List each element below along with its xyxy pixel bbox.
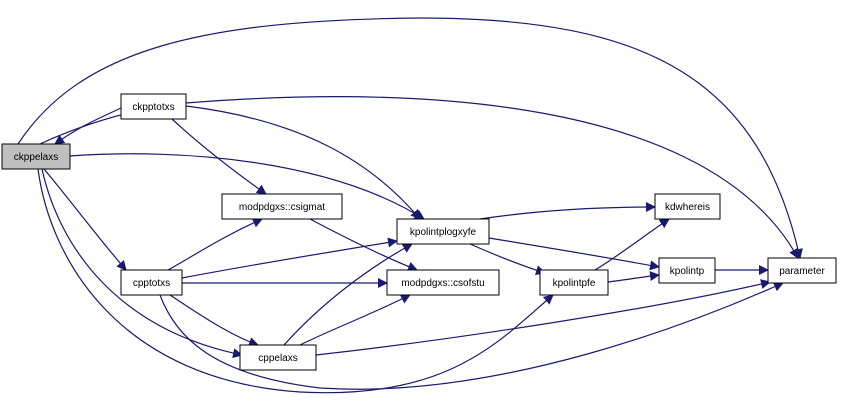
node-label: ckppelaxs xyxy=(14,152,58,163)
edge-line xyxy=(171,118,267,195)
edge-cpptotxs-to-kpolintplogxyfe xyxy=(181,237,398,279)
edge-line xyxy=(607,271,660,283)
edge-csigmat-to-csofstu xyxy=(309,218,418,272)
node-parameter[interactable]: parameter xyxy=(767,257,837,284)
node-box xyxy=(239,344,317,371)
edge-ckppelaxs-to-parameter xyxy=(17,17,803,259)
edge-cppelaxs-to-parameter xyxy=(315,279,771,356)
node-box xyxy=(767,257,837,284)
node-cppelaxs[interactable]: cppelaxs xyxy=(239,344,317,371)
node-box xyxy=(539,269,609,296)
edge-line xyxy=(594,218,670,271)
edge-line xyxy=(283,243,413,346)
node-csigmat[interactable]: modpdgxs::csigmat xyxy=(221,193,343,220)
node-label: kpolintpfe xyxy=(553,278,596,289)
node-label: kpolintplogxyfe xyxy=(410,227,477,238)
edge-kpolintplogxyfe-to-kpolintpfe xyxy=(469,243,546,276)
edge-line xyxy=(17,17,803,259)
edge-cppelaxs-to-csofstu xyxy=(299,294,411,346)
edge-kpolintplogxyfe-to-kdwhereis xyxy=(479,202,656,220)
node-kpolintpfe[interactable]: kpolintpfe xyxy=(539,269,609,296)
node-cpptotxs[interactable]: cpptotxs xyxy=(120,269,183,296)
node-csofstu[interactable]: modpdgxs::csofstu xyxy=(386,269,500,296)
node-label: cppelaxs xyxy=(258,353,297,364)
edge-line xyxy=(159,282,784,390)
edge-line xyxy=(39,109,133,145)
node-kpolintp[interactable]: kpolintp xyxy=(658,257,716,284)
edge-line xyxy=(185,96,799,259)
node-box xyxy=(396,218,490,245)
edge-line xyxy=(185,105,421,220)
edge-line xyxy=(488,237,660,271)
edge-line xyxy=(167,218,263,271)
node-label: kdwhereis xyxy=(665,202,710,213)
node-label: cpptotxs xyxy=(133,278,170,289)
node-box xyxy=(1,143,71,170)
edge-line xyxy=(315,279,771,356)
node-box xyxy=(221,193,343,220)
node-label: modpdgxs::csofstu xyxy=(401,278,484,289)
edge-ckpptotxs-to-kpolintplogxyfe xyxy=(185,105,421,220)
edge-line xyxy=(54,107,122,145)
node-ckpptotxs[interactable]: ckpptotxs xyxy=(120,93,187,120)
edge-ckppelaxs-to-kpolintplogxyfe xyxy=(69,153,425,220)
edge-kpolintpfe-to-kpolintp xyxy=(607,271,660,283)
node-box xyxy=(654,193,721,220)
edge-line xyxy=(41,168,243,359)
edge-cpptotxs-to-cppelaxs xyxy=(169,294,259,347)
node-label: parameter xyxy=(779,266,825,277)
node-box xyxy=(120,269,183,296)
edge-cpptotxs-to-parameter xyxy=(159,282,784,390)
edge-line xyxy=(37,168,554,394)
edge-line xyxy=(479,202,656,220)
edge-ckpptotxs-to-ckppelaxs xyxy=(54,107,122,145)
node-box xyxy=(386,269,500,296)
edges-layer xyxy=(17,17,803,394)
edge-ckpptotxs-to-parameter xyxy=(185,96,799,259)
node-ckppelaxs[interactable]: ckppelaxs xyxy=(1,143,71,170)
edge-ckppelaxs-to-cpptotxs xyxy=(43,168,127,271)
node-kdwhereis[interactable]: kdwhereis xyxy=(654,193,721,220)
edge-line xyxy=(43,168,127,271)
node-box xyxy=(120,93,187,120)
edge-line xyxy=(169,294,259,347)
node-label: kpolintp xyxy=(670,266,705,277)
edge-line xyxy=(469,243,546,276)
edge-ckppelaxs-to-ckpptotxs xyxy=(39,109,133,145)
edge-line xyxy=(309,218,418,272)
node-label: ckpptotxs xyxy=(132,102,174,113)
edge-cpptotxs-to-csigmat xyxy=(167,218,263,271)
edge-kpolintpfe-to-kdwhereis xyxy=(594,218,670,271)
edge-line xyxy=(69,153,425,220)
node-label: modpdgxs::csigmat xyxy=(239,202,325,213)
edge-kpolintplogxyfe-to-kpolintp xyxy=(488,237,660,271)
edge-line xyxy=(299,294,411,346)
node-box xyxy=(658,257,716,284)
edge-ckppelaxs-to-kpolintpfe xyxy=(37,168,554,394)
edge-ckppelaxs-to-cppelaxs xyxy=(41,168,243,359)
node-kpolintplogxyfe[interactable]: kpolintplogxyfe xyxy=(396,218,490,245)
edge-cppelaxs-to-kpolintplogxyfe xyxy=(283,243,413,346)
edge-line xyxy=(181,237,398,279)
edge-ckpptotxs-to-csigmat xyxy=(171,118,267,195)
